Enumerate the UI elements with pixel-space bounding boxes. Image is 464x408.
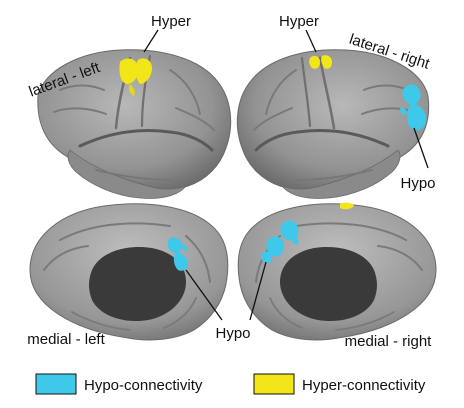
pointer-hypo-medial-right	[249, 261, 267, 321]
brain-lateral-left	[37, 49, 232, 199]
brain-medial-right	[237, 203, 437, 341]
legend: Hypo-connectivity Hyper-connectivity	[35, 373, 426, 395]
hyper-region-lateral-right	[309, 55, 332, 69]
hypo-region-medial-right	[260, 220, 299, 263]
legend-hypo-label: Hypo-connectivity	[84, 377, 203, 394]
pointer-lines	[143, 29, 429, 321]
label-hypo-lateral-right: Hypo	[400, 175, 435, 192]
label-medial-right: medial - right	[345, 333, 433, 350]
label-medial-left: medial - left	[27, 331, 105, 348]
hyper-region-medial-right	[340, 202, 354, 210]
pointer-hypo-medial-left	[185, 269, 223, 321]
pointer-hyper-left	[143, 29, 159, 53]
hypo-region-lateral-right	[400, 84, 427, 131]
legend-hyper-label: Hyper-connectivity	[302, 377, 426, 394]
legend-hyper-swatch	[253, 373, 295, 395]
legend-hypo-swatch	[35, 373, 77, 395]
label-hyper-left: Hyper	[151, 13, 191, 30]
hyper-region-lateral-left	[119, 58, 152, 96]
brain-medial-left	[29, 203, 229, 341]
label-hypo-medial: Hypo	[215, 325, 250, 342]
pointer-hyper-right	[305, 29, 317, 53]
label-hyper-right: Hyper	[279, 13, 319, 30]
hypo-region-medial-left	[167, 237, 188, 271]
brain-lateral-right	[236, 49, 430, 199]
pointer-hypo-lateral-right	[413, 127, 429, 169]
